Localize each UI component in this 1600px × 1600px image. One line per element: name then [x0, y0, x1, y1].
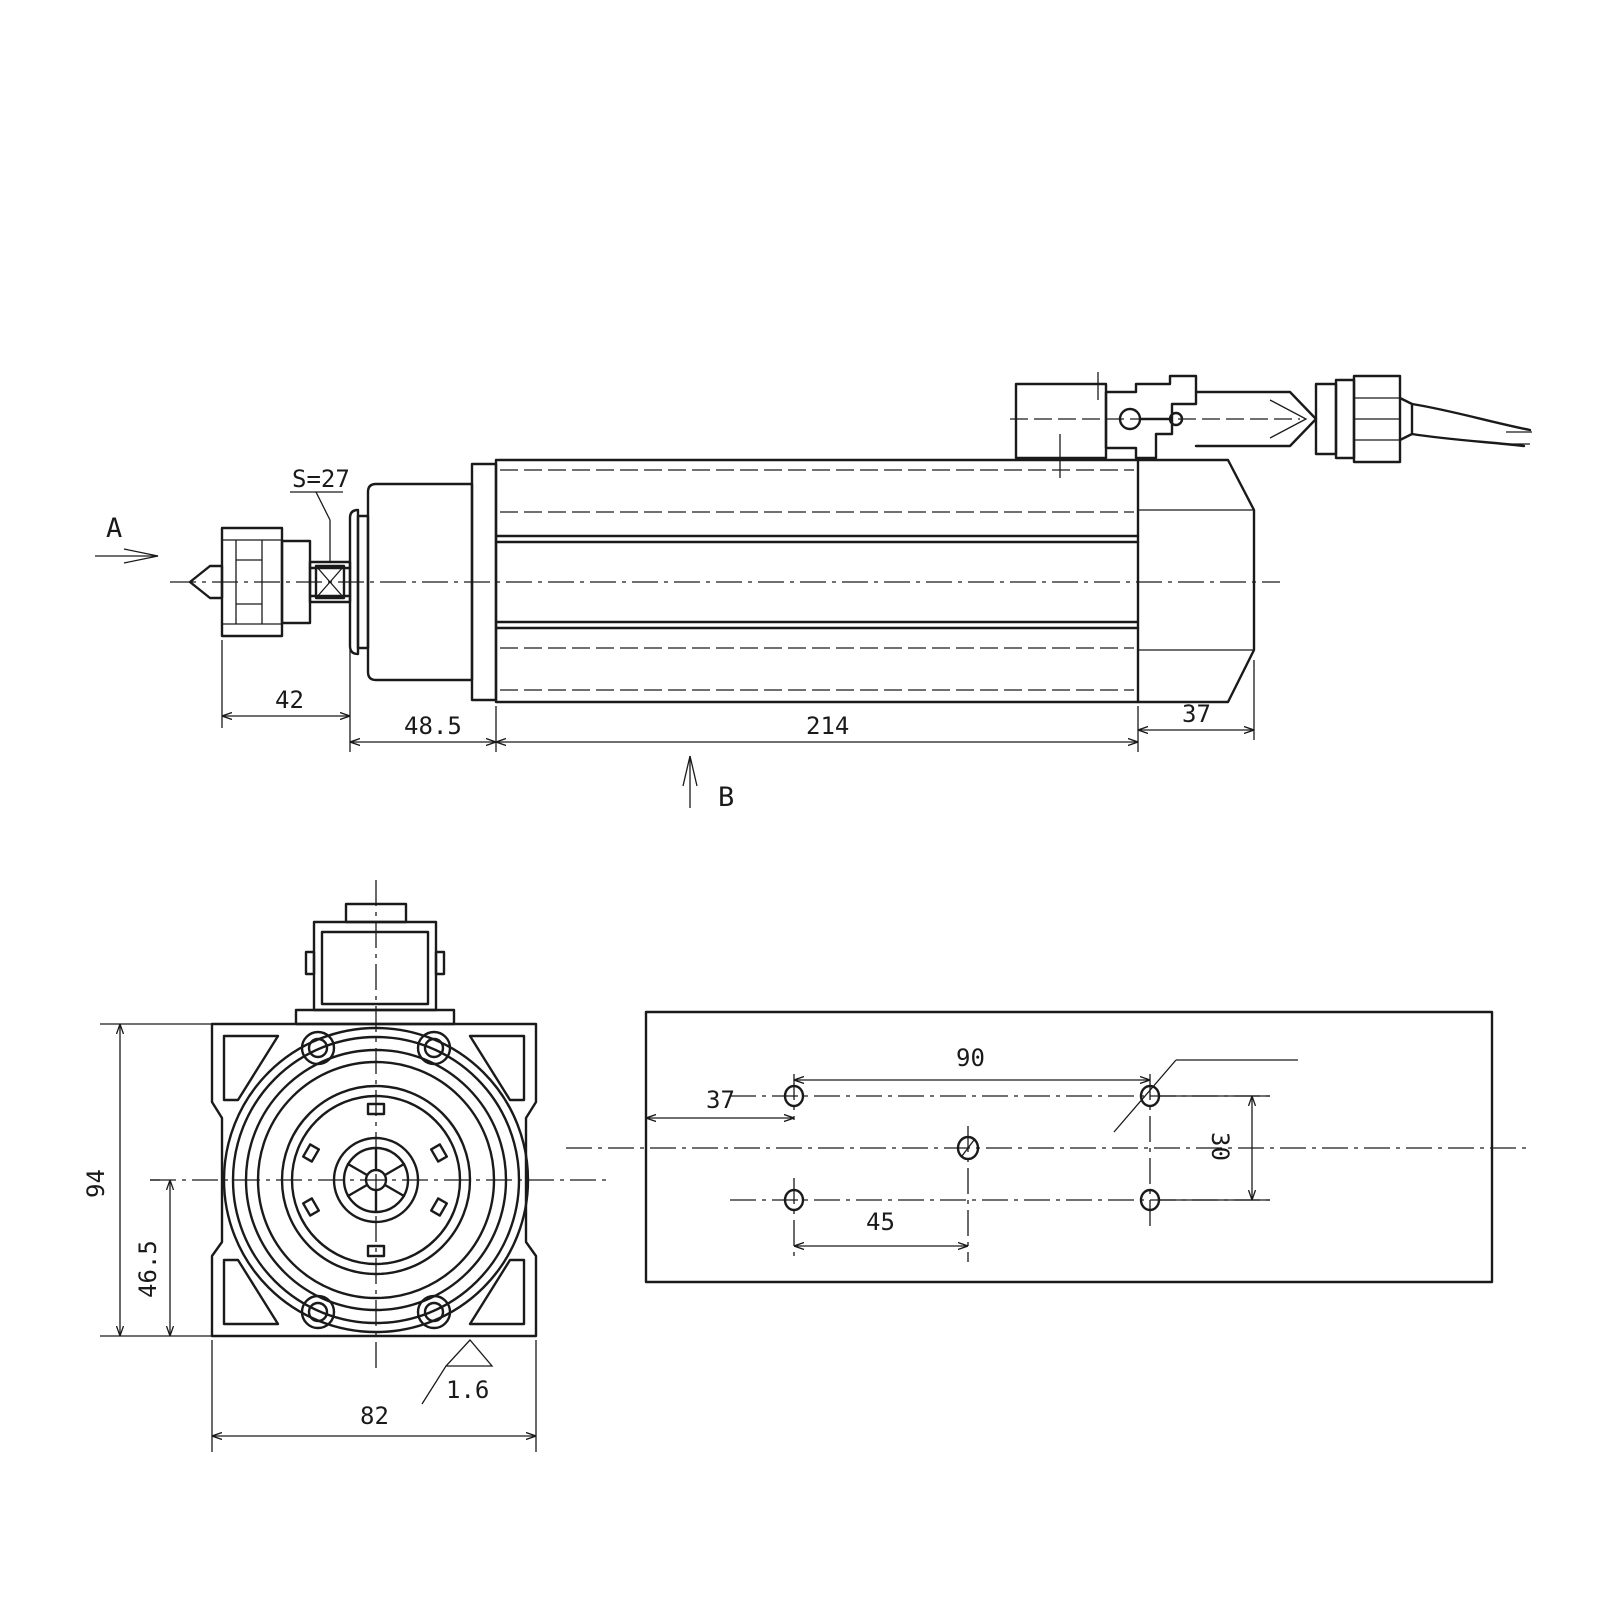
view-label-b: B	[718, 782, 734, 813]
view-arrow-b: B	[682, 755, 734, 813]
front-housing	[210, 1022, 538, 1338]
view-label-a: A	[106, 513, 122, 544]
mounting-dimensions: 90 37 45 30	[646, 1044, 1270, 1246]
front-dimensions: 94 46.5 82 1.6	[82, 1023, 537, 1452]
dim-edge-offset: 37	[706, 1086, 735, 1114]
shaft-wrench-flats: S=27	[280, 465, 352, 625]
dim-front-width: 82	[360, 1402, 389, 1430]
front-connector	[294, 902, 456, 1026]
dim-front-height: 94	[82, 1169, 110, 1198]
corner-pockets	[222, 1034, 526, 1326]
motor-body	[494, 458, 1140, 704]
surface-finish-label: 1.6	[446, 1376, 489, 1404]
dim-nose-length: 42	[275, 686, 304, 714]
front-collet-nut	[332, 1136, 420, 1224]
mounting-plate	[644, 1010, 1494, 1284]
dim-center-height: 46.5	[134, 1240, 162, 1298]
collet-nut	[188, 526, 284, 638]
side-dimensions: 42 48.5 214 37	[221, 640, 1255, 752]
dim-hole-spacing: 90	[956, 1044, 985, 1072]
view-arrow-a: A	[95, 513, 159, 564]
dim-center-offset: 45	[866, 1208, 895, 1236]
bearing-flange	[348, 482, 474, 682]
mounting-view: 90 37 45 30	[566, 1010, 1530, 1284]
dim-flange-length: 48.5	[404, 712, 462, 740]
dim-body-length: 214	[806, 712, 849, 740]
rear-cap	[1136, 458, 1256, 704]
front-view: 94 46.5 82 1.6	[82, 880, 610, 1452]
power-connector	[1010, 372, 1532, 478]
wrench-size-label: S=27	[292, 465, 350, 493]
side-view: A S=27	[95, 372, 1532, 813]
dim-vertical-spacing: 30	[1206, 1132, 1234, 1161]
mounting-holes	[783, 1084, 1161, 1212]
front-rings	[222, 1026, 530, 1334]
dim-cap-length: 37	[1182, 700, 1211, 728]
